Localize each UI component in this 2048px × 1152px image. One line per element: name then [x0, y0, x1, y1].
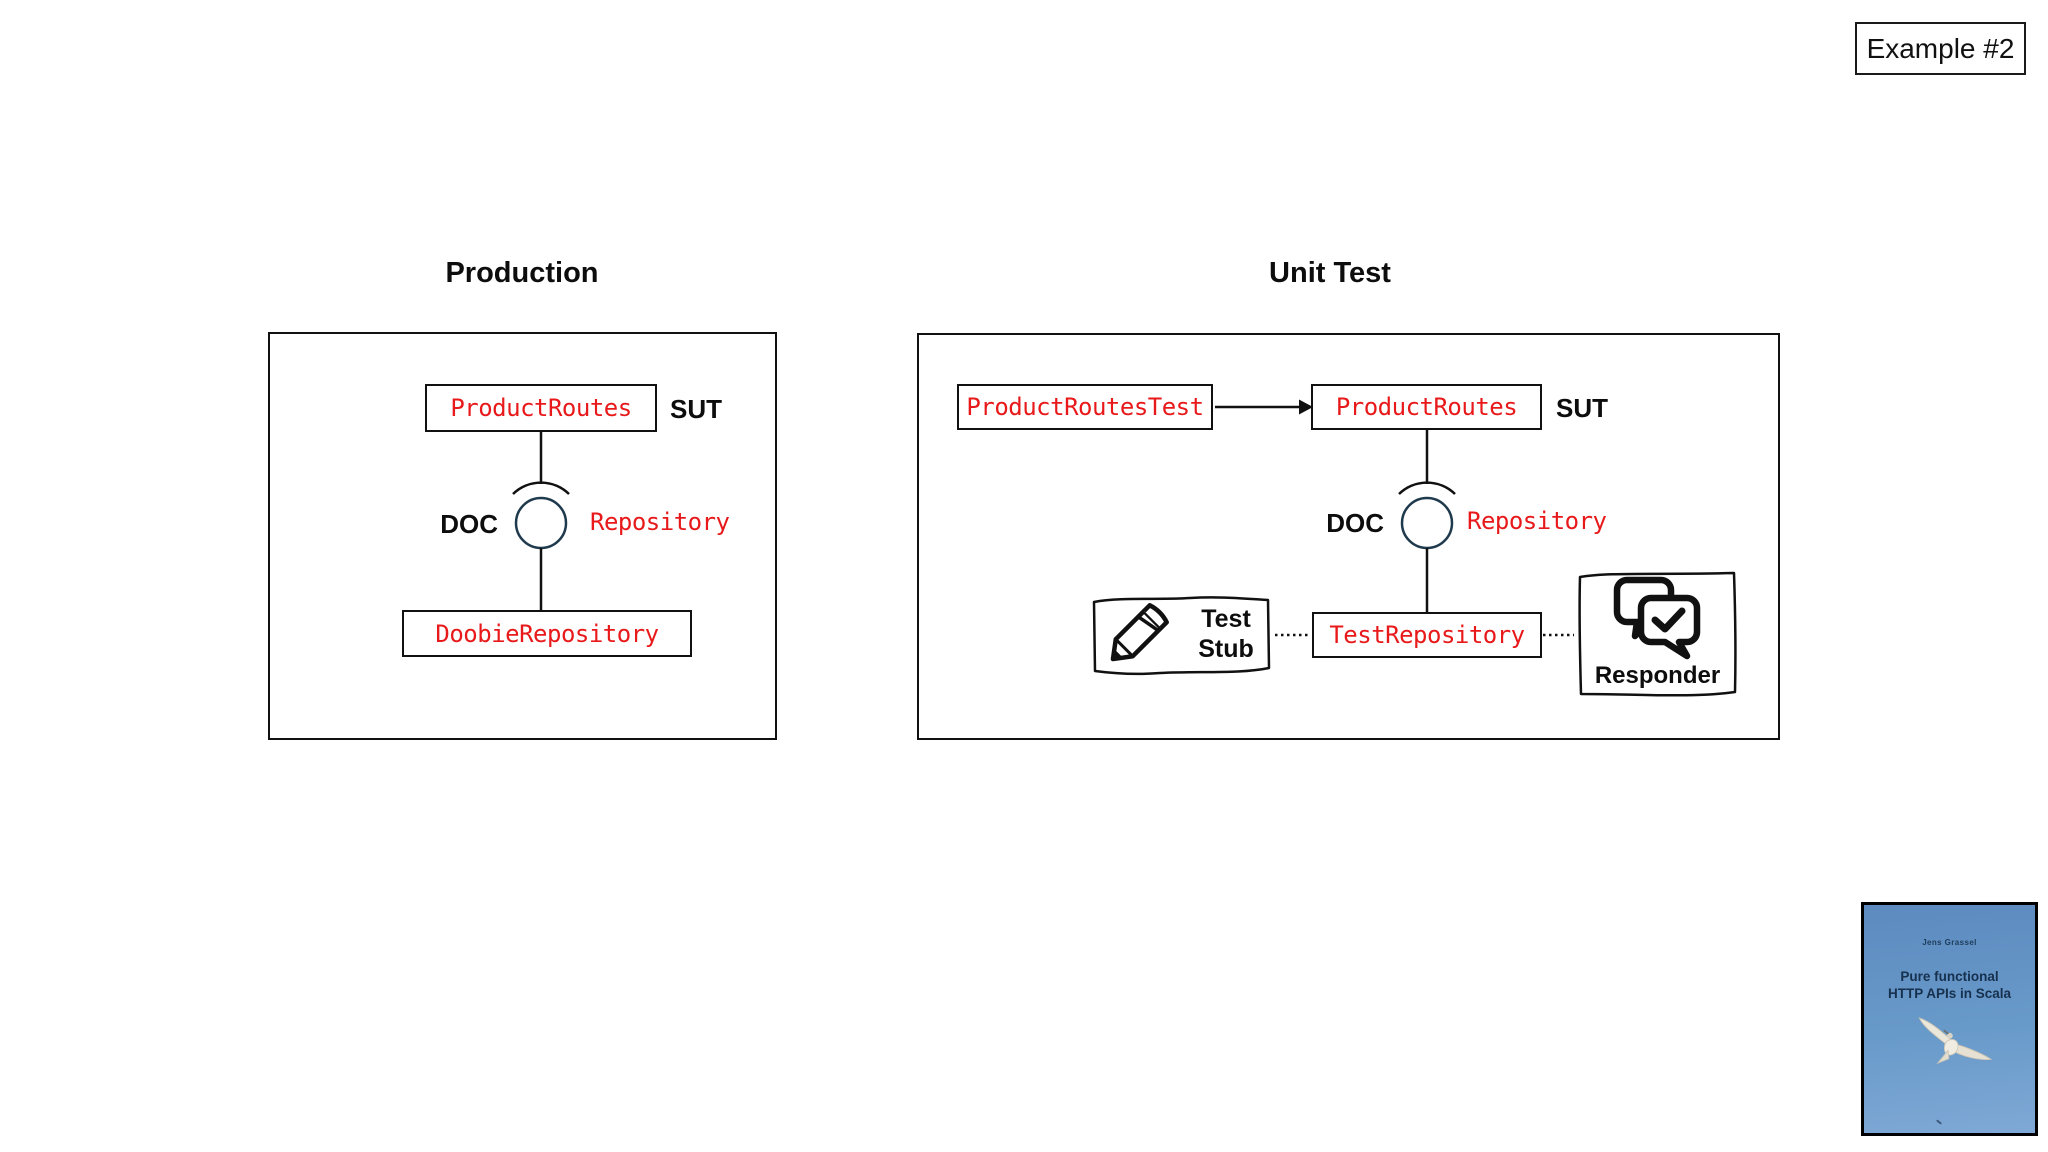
production-doc-role-label: DOC	[440, 509, 498, 539]
test-stub-label-line1: Test	[1201, 605, 1251, 633]
unittest-test-component-box: ProductRoutesTest	[957, 384, 1213, 430]
seagull-icon	[1918, 1017, 1993, 1065]
production-interface-name: Repository	[590, 508, 730, 536]
test-stub-label: Test Stub	[1184, 604, 1268, 664]
production-doc-component-name: DoobieRepository	[435, 619, 659, 648]
unittest-test-component-name: ProductRoutesTest	[966, 393, 1204, 421]
book-cover: Jens Grassel Pure functional HTTP APIs i…	[1861, 902, 2038, 1136]
production-sut-role-label: SUT	[670, 394, 722, 424]
test-stub-sketch-border	[1092, 596, 1271, 676]
responder-card: Responder	[1575, 568, 1740, 698]
unittest-doc-component-box: TestRepository	[1312, 612, 1542, 658]
example-badge: Example #2	[1855, 22, 2026, 75]
unittest-interface-name: Repository	[1467, 507, 1607, 535]
unittest-doc-role-label: DOC	[1326, 508, 1384, 538]
test-stub-label-line2: Stub	[1198, 635, 1254, 663]
unittest-sut-component-name: ProductRoutes	[1335, 393, 1518, 421]
unittest-sut-component-box: ProductRoutes	[1311, 384, 1542, 430]
unittest-doc-component-name: TestRepository	[1329, 621, 1525, 649]
book-title-line1: Pure functional	[1900, 969, 1999, 984]
responder-sketch-border	[1578, 571, 1737, 697]
example-badge-label: Example #2	[1866, 32, 2015, 64]
book-title-line2: HTTP APIs in Scala	[1887, 986, 2012, 1001]
pencil-icon	[1110, 603, 1169, 662]
unittest-title: Unit Test	[1269, 257, 1391, 289]
production-sut-component-name: ProductRoutes	[450, 394, 632, 422]
responder-label: Responder	[1594, 662, 1721, 689]
book-title: Pure functional HTTP APIs in Scala	[1864, 968, 2035, 1002]
test-stub-card: Test Stub	[1090, 593, 1272, 677]
chat-bubbles-check-icon	[1613, 576, 1701, 660]
production-sut-component-box: ProductRoutes	[425, 384, 657, 432]
production-title: Production	[445, 257, 599, 289]
unittest-sut-role-label: SUT	[1556, 393, 1608, 423]
production-doc-component-box: DoobieRepository	[402, 610, 692, 657]
distant-bird-speck	[1936, 1119, 1942, 1125]
book-author: Jens Grassel	[1922, 938, 1977, 947]
